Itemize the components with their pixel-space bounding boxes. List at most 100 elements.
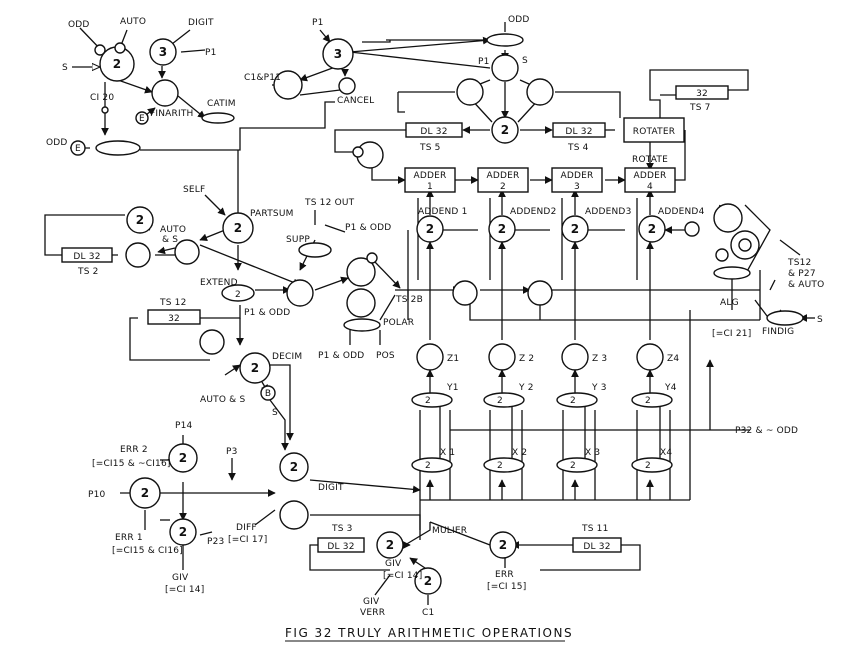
node-s-top <box>491 54 519 82</box>
node-finarith <box>151 79 179 107</box>
label-s-tl: S <box>62 63 68 73</box>
label-x4: X4 <box>660 448 672 458</box>
ellipse-catim <box>201 112 235 124</box>
box-ts2-dl32-label: DL 32 <box>73 252 100 262</box>
box-ts11-dl32 <box>572 537 622 553</box>
label-c1: C1 <box>422 608 434 618</box>
label-ts12-out: TS 12 OUT <box>304 198 355 208</box>
box-adder-1-num: 1 <box>427 182 433 192</box>
node-digit <box>279 452 309 482</box>
node-x3-label: 2 <box>570 461 576 471</box>
label-z4: Z4 <box>667 354 679 364</box>
ellipse-x4 <box>631 457 673 473</box>
node-err1 <box>169 518 197 546</box>
node-ts12-right <box>713 203 743 233</box>
label-ts7: TS 7 <box>689 103 711 113</box>
node-addend-4 <box>638 215 666 243</box>
node-ts3 <box>376 531 404 559</box>
node-ts2-lower <box>125 242 151 268</box>
box-ts2-dl32 <box>61 247 113 263</box>
node-decim-feedback <box>199 329 225 355</box>
node-digit-top-label: 3 <box>159 45 168 59</box>
small-node-addend4 <box>684 221 700 237</box>
label-addend-1: ADDEND 1 <box>418 207 468 217</box>
label-auto-s-2: & S <box>162 235 178 245</box>
node-p1-top-label: 3 <box>334 47 343 61</box>
box-dl32-ts4 <box>552 122 606 138</box>
node-ts3-label: 2 <box>386 538 395 552</box>
label-ts12-r1: TS12 <box>787 258 811 268</box>
label-err2: ERR 2 <box>120 445 148 455</box>
box-adder-3-label: ADDER <box>561 171 594 181</box>
label-s-right: S <box>817 315 823 325</box>
label-y2: Y 2 <box>518 383 534 393</box>
node-ts2-right <box>174 239 200 265</box>
ellipse-y3 <box>556 392 598 408</box>
box-dl32-ts4-label: DL 32 <box>565 127 592 137</box>
node-diff <box>279 500 309 530</box>
node-cancel <box>338 77 356 95</box>
label-y3: Y 3 <box>591 383 607 393</box>
box-adder-2 <box>477 167 529 193</box>
node-ts2 <box>126 206 154 234</box>
ellipse-polar <box>343 318 381 332</box>
small-node-odd <box>94 44 106 56</box>
small-node-polar <box>366 252 378 264</box>
label-mulier: MULIER <box>432 526 467 536</box>
node-p1-top <box>322 38 354 70</box>
label-giv-verr-1: GIV <box>363 597 380 607</box>
label-ts3: TS 3 <box>331 524 353 534</box>
label-p1-top: P1 <box>312 18 324 28</box>
label-supp: SUPP <box>286 235 310 245</box>
label-p1-small: P1 <box>478 57 490 67</box>
box-adder-1 <box>404 167 456 193</box>
label-catim: CATIM <box>207 99 236 109</box>
node-z1 <box>416 343 444 371</box>
ellipse-y2 <box>483 392 525 408</box>
node-civ-label: 2 <box>424 574 433 588</box>
node-err2-label: 2 <box>179 451 188 465</box>
label-z2: Z 2 <box>519 354 534 364</box>
node-polar-lower <box>346 288 376 318</box>
box-rotater-label: ROTATER <box>633 127 675 137</box>
node-z3 <box>561 343 589 371</box>
label-z1: Z1 <box>447 354 459 364</box>
ellipse-extend <box>221 284 255 302</box>
label-err1-sub: [=CI15 & CI16] <box>112 546 183 556</box>
box-ts3-dl32 <box>317 537 365 553</box>
label-err-m-sub: [=CI 15] <box>487 582 526 592</box>
box-dl32-ts5 <box>405 122 463 138</box>
node-err-mul <box>489 531 517 559</box>
box-adder-3-num: 3 <box>574 182 580 192</box>
label-auto-tl: AUTO <box>120 17 146 27</box>
label-self: SELF <box>183 185 205 195</box>
label-c1p11: C1&P11 <box>244 73 281 83</box>
ellipse-x2 <box>483 457 525 473</box>
node-err1-label: 2 <box>179 525 188 539</box>
label-addend-3: ADDEND3 <box>585 207 632 217</box>
label-p1-odd-pol: P1 & ODD <box>318 351 364 361</box>
label-giv-2-sub: [=CI 14] <box>383 571 422 581</box>
label-ts11: TS 11 <box>581 524 609 534</box>
label-p14: P14 <box>175 421 193 431</box>
node-x1-label: 2 <box>425 461 431 471</box>
node-x4-label: 2 <box>645 461 651 471</box>
label-s-top: S <box>522 56 528 66</box>
label-findig: FINDIG <box>762 327 794 337</box>
ellipse-y1 <box>411 392 453 408</box>
label-digit: DIGIT <box>318 483 344 493</box>
box-adder-4 <box>624 167 676 193</box>
node-rot-mid-label: 2 <box>501 123 510 137</box>
label-p1-odd-top: P1 & ODD <box>345 223 391 233</box>
nodes: 2 3 E E 3 2 2 2 2 2 <box>70 33 804 595</box>
label-auto-s-1: AUTO <box>160 225 186 235</box>
node-ts2-label: 2 <box>136 213 145 227</box>
node-z2 <box>488 343 516 371</box>
label-x3: X 3 <box>585 448 600 458</box>
label-y1: Y1 <box>446 383 459 393</box>
label-giv-2: GIV <box>385 559 402 569</box>
node-addend-2 <box>488 215 516 243</box>
node-polar-upper <box>346 257 376 287</box>
node-decim-label: 2 <box>251 361 260 375</box>
node-addend-3-label: 2 <box>571 222 580 236</box>
